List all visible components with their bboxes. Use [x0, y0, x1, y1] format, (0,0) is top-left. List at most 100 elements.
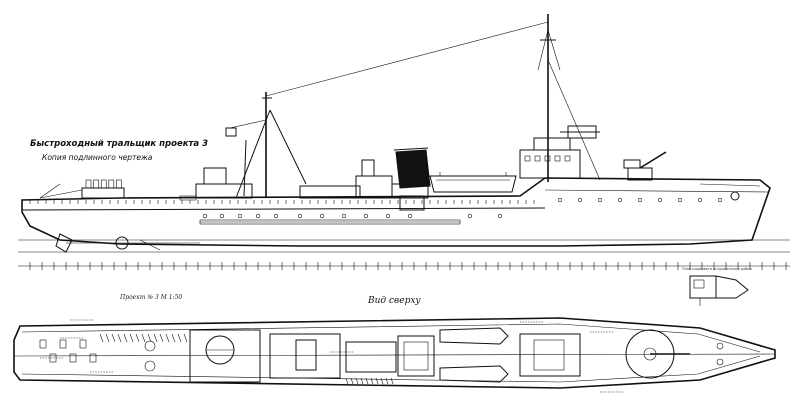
hatch-line [147, 333, 152, 343]
bridge-window [524, 155, 531, 162]
depth-charge [93, 179, 99, 189]
porthole [341, 213, 347, 219]
depth-charge [100, 179, 107, 189]
stern-fitting [69, 353, 77, 363]
hatch-line [360, 377, 364, 385]
frame-ticks [29, 262, 787, 270]
porthole [617, 197, 623, 203]
hatch-line [165, 333, 170, 343]
hatch-line [159, 333, 164, 343]
porthole [385, 213, 391, 219]
porthole [219, 213, 225, 219]
hawse-pipe [730, 191, 740, 201]
hatch-line [350, 377, 354, 385]
stern-fitting [59, 339, 67, 349]
bilge-keel-strip [199, 219, 461, 225]
aft-deckhouse [189, 329, 261, 383]
hatch-line [105, 333, 110, 343]
deck-line [21, 207, 546, 211]
porthole [677, 197, 683, 203]
inner-deck-edge-port [21, 323, 761, 353]
foremast [537, 14, 601, 182]
porthole [255, 213, 261, 219]
scale-label: Проект № 3 М 1:50 [119, 294, 182, 301]
depth-charge-racks [39, 179, 125, 199]
fwd-casing [397, 335, 435, 377]
hatch-line [375, 377, 379, 385]
bow-rail [699, 183, 761, 187]
boat-starboard [439, 365, 509, 383]
porthole [497, 213, 503, 219]
capstan [716, 342, 724, 350]
side-profile [18, 14, 790, 270]
porthole [597, 197, 603, 203]
bridge-window [564, 155, 571, 162]
stern-fitting [79, 339, 87, 349]
hatch-line [111, 333, 116, 343]
funnel-plan [295, 339, 317, 371]
stern-fittings [39, 339, 156, 372]
bridge-window [554, 155, 561, 162]
bridge-window [534, 155, 541, 162]
hull-outline [21, 177, 771, 247]
deck-rail [29, 200, 535, 204]
drawing-title: Быстроходный тральщик проекта 3 [30, 139, 208, 149]
hatch-line [129, 333, 134, 343]
hatch-line [365, 377, 369, 385]
porthole [657, 197, 663, 203]
lifeboat [429, 172, 517, 193]
forward-gun [623, 151, 667, 181]
funnel [393, 147, 431, 189]
stern-fitting [39, 339, 47, 349]
hatch-line [117, 333, 122, 343]
top-view-label: Вид сверху [367, 296, 421, 306]
hatch-line [355, 377, 359, 385]
drawing-subtitle: Копия подлинного чертежа [42, 153, 153, 162]
hatch-line [177, 333, 182, 343]
forecastle-line [544, 189, 769, 193]
depth-charge [108, 179, 115, 189]
annotations [40, 319, 624, 393]
depth-charge [85, 179, 92, 189]
centerline [13, 353, 776, 357]
deck-plan-outline [13, 317, 776, 389]
porthole [467, 213, 473, 219]
porthole [577, 197, 583, 203]
porthole [557, 197, 563, 203]
hatch-line [135, 333, 140, 343]
porthole [717, 197, 723, 203]
boat-port [439, 327, 509, 345]
hatch-line [370, 377, 374, 385]
mid-deckhouse [345, 341, 397, 373]
porthole [637, 197, 643, 203]
porthole [407, 213, 413, 219]
hatch-line [183, 333, 188, 343]
hatch-line [123, 333, 128, 343]
hatch-line [171, 333, 176, 343]
hatch-line [390, 377, 394, 385]
hatch-line [153, 333, 158, 343]
porthole [202, 213, 208, 219]
engine-skylight [269, 333, 341, 379]
portholes [202, 197, 723, 219]
top-view: Проект № 3 М 1:50 Вид сверху [13, 294, 776, 393]
stern-fitting [49, 353, 57, 363]
hatch-line [380, 377, 384, 385]
porthole [697, 197, 703, 203]
porthole [319, 213, 325, 219]
bridge-plan [519, 333, 581, 377]
propeller [55, 233, 200, 253]
hatch-line [385, 377, 389, 385]
winch [144, 340, 156, 352]
winch [144, 360, 156, 372]
aft-superstructure [179, 159, 429, 211]
hatch-line [99, 333, 104, 343]
detail-plan-label: План кормового штурманского рубки [682, 267, 752, 271]
hatch-line [345, 377, 349, 385]
aerial-wire [265, 21, 549, 97]
porthole [237, 213, 243, 219]
detail-plan: План кормового штурманского рубки [682, 267, 752, 306]
porthole [363, 213, 369, 219]
depth-charge [116, 179, 122, 189]
